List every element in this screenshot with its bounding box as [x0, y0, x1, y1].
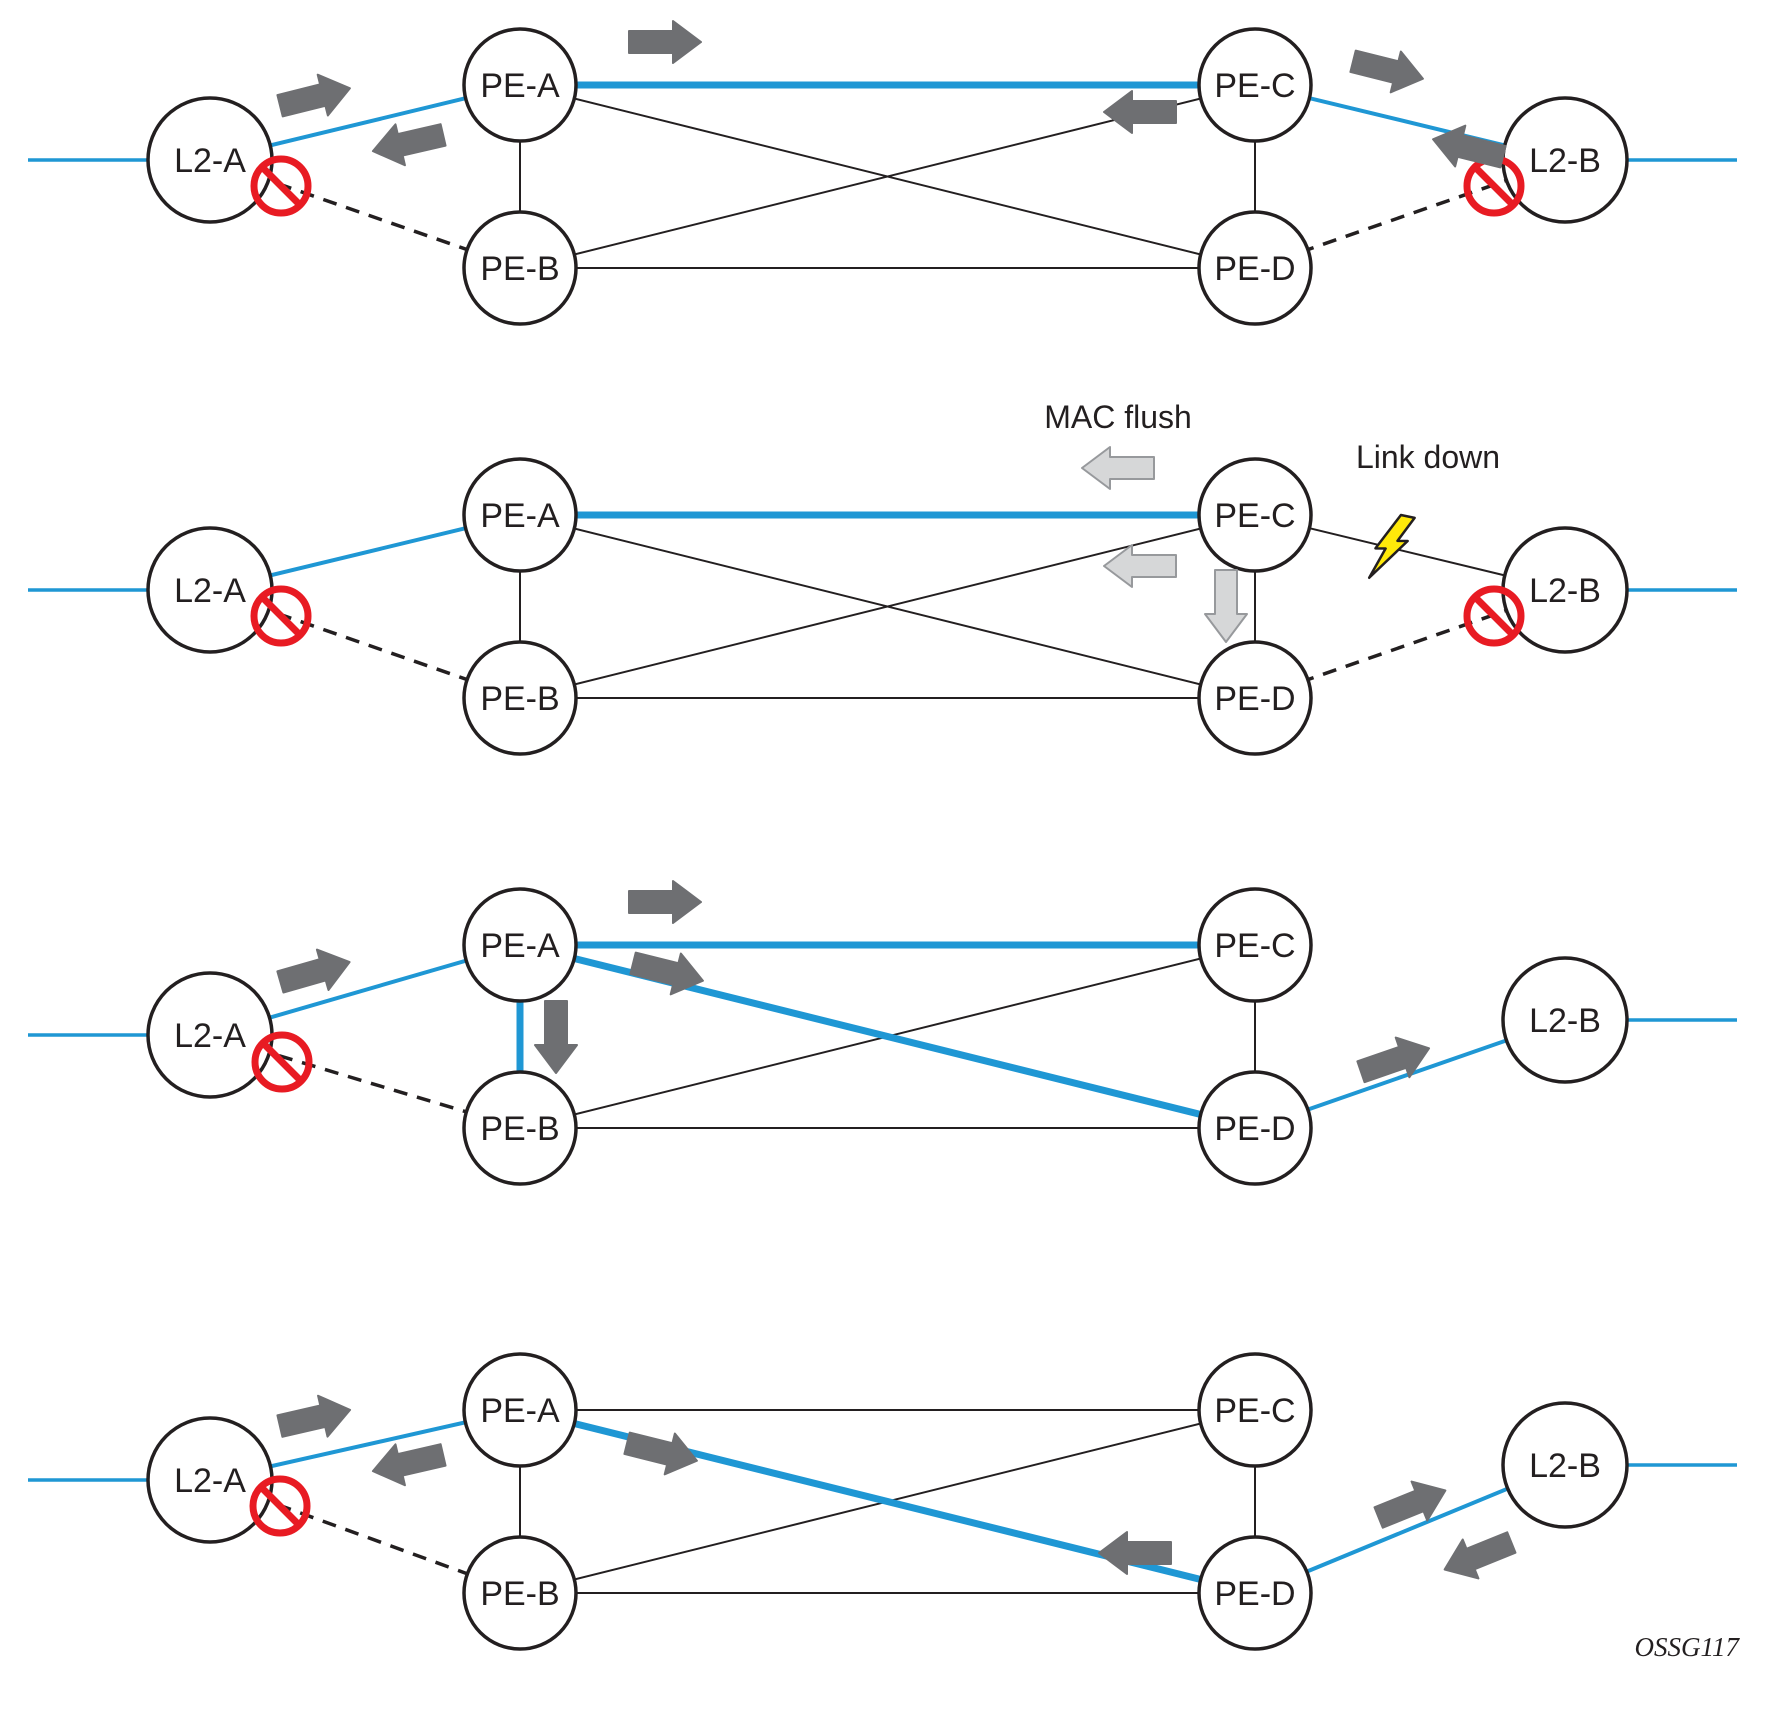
node-pe-b: PE-B [462, 640, 578, 756]
node-pe-d: PE-D [1197, 1070, 1313, 1186]
blocked-path-icon [251, 1031, 313, 1093]
node-l2-a: L2-A [146, 96, 274, 224]
traffic-direction-arrow-icon [1349, 49, 1424, 94]
node-l2-a: L2-A [146, 971, 274, 1099]
node-pe-b: PE-B [462, 1070, 578, 1186]
traffic-direction-arrow-icon [276, 948, 351, 994]
node-label: L2-A [174, 1017, 246, 1055]
node-label: L2-B [1529, 1002, 1601, 1040]
panel-3-reroute-via-pe-b-pe-d: L2-A PE-A PE-B PE-C PE-D L2-B [28, 880, 1737, 1186]
node-l2-a: L2-A [146, 526, 274, 654]
node-label: PE-B [480, 1575, 559, 1613]
traffic-direction-arrow-icon [629, 951, 704, 996]
link-down-lightning-icon [1367, 513, 1416, 580]
node-pe-a: PE-A [462, 887, 578, 1003]
mac-flush-arrow-icon [1204, 569, 1248, 643]
traffic-direction-arrow-icon [1098, 1531, 1172, 1575]
node-pe-d: PE-D [1197, 640, 1313, 756]
blocked-path-icon [250, 585, 312, 647]
node-pe-b: PE-B [462, 210, 578, 326]
node-label: PE-D [1214, 1110, 1295, 1148]
panel-4-steady-state-pe-a-pe-d: L2-A PE-A PE-B PE-C PE-D L2-B [28, 1352, 1737, 1651]
traffic-direction-arrow-icon [623, 1431, 698, 1476]
mac-flush-arrow-icon [1103, 544, 1177, 588]
traffic-direction-arrow-icon [1103, 90, 1177, 134]
node-label: PE-B [480, 680, 559, 718]
node-label: L2-B [1529, 1447, 1601, 1485]
node-label: L2-A [174, 142, 246, 180]
node-label: PE-A [480, 927, 560, 965]
node-l2-b: L2-B [1501, 956, 1629, 1084]
traffic-direction-arrow-icon [534, 1000, 578, 1074]
traffic-direction-arrow-icon [1432, 124, 1507, 169]
node-label: L2-A [174, 1462, 246, 1500]
figure-code-label: OSSG117 [1634, 1632, 1740, 1662]
node-label: PE-C [1214, 927, 1295, 965]
node-label: PE-C [1214, 1392, 1295, 1430]
node-l2-a: L2-A [146, 1416, 274, 1544]
node-label: PE-D [1214, 250, 1295, 288]
mac-flush-arrow-icon [1081, 446, 1155, 490]
node-pe-d: PE-D [1197, 1535, 1313, 1651]
node-label: PE-A [480, 1392, 560, 1430]
node-label: L2-B [1529, 572, 1601, 610]
node-l2-b: L2-B [1501, 1401, 1629, 1529]
traffic-direction-arrow-icon [276, 1394, 352, 1438]
node-label: PE-B [480, 250, 559, 288]
node-pe-b: PE-B [462, 1535, 578, 1651]
node-label: L2-A [174, 572, 246, 610]
node-l2-b: L2-B [1501, 526, 1629, 654]
node-label: PE-A [480, 497, 560, 535]
node-pe-c: PE-C [1197, 27, 1313, 143]
node-pe-d: PE-D [1197, 210, 1313, 326]
panel-1-initial-state: L2-A PE-A PE-B PE-C PE-D L2-B [28, 20, 1737, 326]
node-label: PE-A [480, 67, 560, 105]
node-pe-c: PE-C [1197, 887, 1313, 1003]
traffic-direction-arrow-icon [628, 880, 702, 924]
node-pe-c: PE-C [1197, 457, 1313, 573]
node-pe-a: PE-A [462, 27, 578, 143]
traffic-direction-arrow-icon [276, 73, 351, 118]
node-label: PE-C [1214, 67, 1295, 105]
traffic-direction-arrow-icon [371, 123, 447, 167]
node-pe-c: PE-C [1197, 1352, 1313, 1468]
mac-flush-label: MAC flush [1044, 399, 1192, 435]
node-pe-a: PE-A [462, 457, 578, 573]
blocked-path-icon [249, 1475, 311, 1537]
blocked-path-icon [250, 155, 312, 217]
traffic-direction-arrow-icon [1373, 1480, 1447, 1529]
traffic-direction-arrow-icon [371, 1443, 447, 1487]
node-label: PE-B [480, 1110, 559, 1148]
node-label: PE-D [1214, 1575, 1295, 1613]
traffic-direction-arrow-icon [1443, 1531, 1517, 1580]
link-down-label: Link down [1356, 439, 1500, 475]
node-l2-b: L2-B [1501, 96, 1629, 224]
node-pe-a: PE-A [462, 1352, 578, 1468]
traffic-direction-arrow-icon [1356, 1036, 1431, 1084]
traffic-direction-arrow-icon [628, 20, 702, 64]
node-label: PE-C [1214, 497, 1295, 535]
node-label: L2-B [1529, 142, 1601, 180]
node-label: PE-D [1214, 680, 1295, 718]
blocked-path-icon [1463, 585, 1525, 647]
